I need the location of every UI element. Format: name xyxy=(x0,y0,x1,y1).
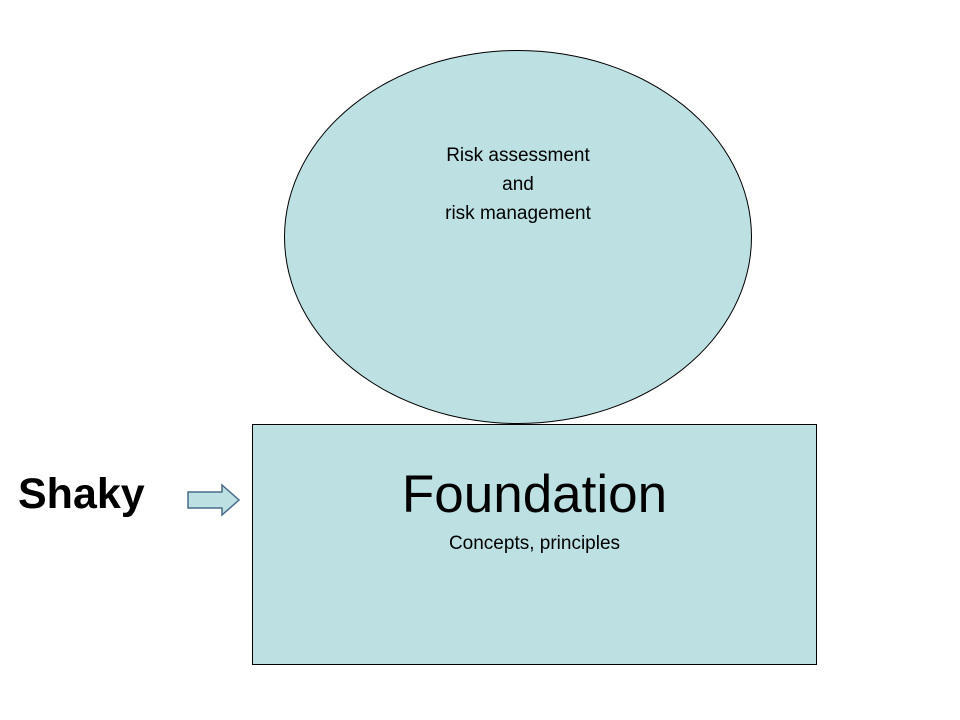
risk-ellipse xyxy=(284,50,752,424)
shaky-label: Shaky xyxy=(18,470,145,518)
foundation-box xyxy=(252,424,817,665)
risk-line-1: Risk assessment xyxy=(446,145,590,166)
right-arrow-icon xyxy=(187,483,241,517)
foundation-subtitle: Concepts, principles xyxy=(448,533,621,554)
foundation-title: Foundation xyxy=(401,465,668,524)
risk-line-2: and xyxy=(502,174,534,195)
risk-line-3: risk management xyxy=(445,203,591,224)
risk-ellipse-text: Risk assessment and risk management xyxy=(284,141,752,228)
